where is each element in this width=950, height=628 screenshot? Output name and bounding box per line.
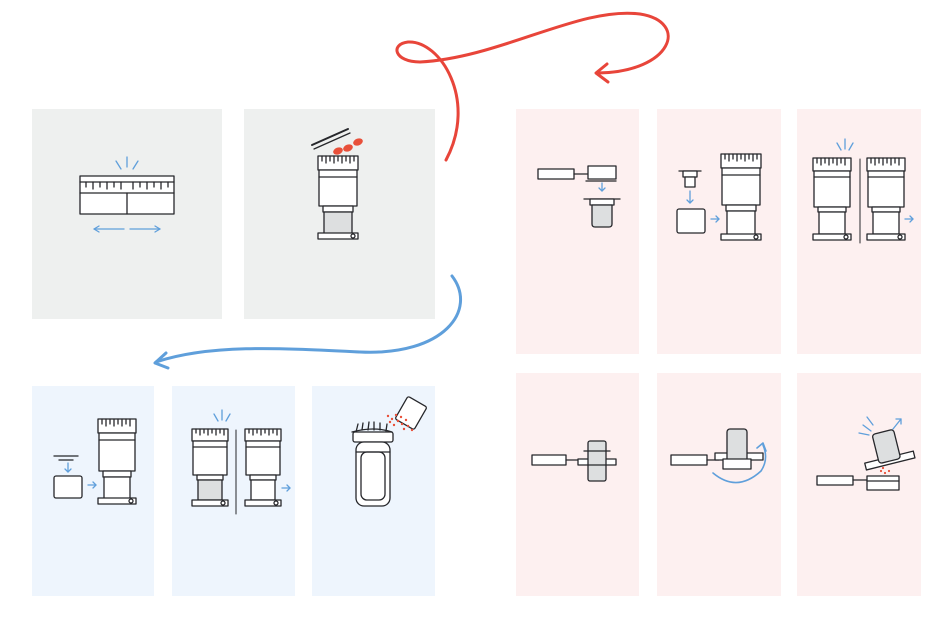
- panel-pink-6: [797, 373, 921, 596]
- panel-pink-5: [657, 373, 781, 596]
- panel-gray-2: [244, 109, 435, 319]
- grinder-grind-icon: [797, 109, 921, 354]
- panel-blue-3: [312, 386, 435, 596]
- cup-under-grinder-icon: [32, 386, 154, 596]
- dial-adjust-icon: [32, 109, 222, 319]
- portafilter-lift-cup-icon: [797, 373, 921, 596]
- panel-gray-1: [32, 109, 222, 319]
- panel-pink-1: [516, 109, 639, 354]
- panel-pink-3: [797, 109, 921, 354]
- portafilter-dosing-cup-icon: [516, 109, 639, 354]
- panel-pink-2: [657, 109, 781, 354]
- grinder-grind-icon: [172, 386, 295, 596]
- cup-under-grinder-icon: [657, 109, 781, 354]
- panel-blue-1: [32, 386, 154, 596]
- pour-into-shaker-icon: [312, 386, 435, 596]
- grinder-add-beans-icon: [244, 109, 435, 319]
- panel-pink-4: [516, 373, 639, 596]
- portafilter-rotate-icon: [657, 373, 781, 596]
- portafilter-dosing-cup-icon: [516, 373, 639, 596]
- panel-blue-2: [172, 386, 295, 596]
